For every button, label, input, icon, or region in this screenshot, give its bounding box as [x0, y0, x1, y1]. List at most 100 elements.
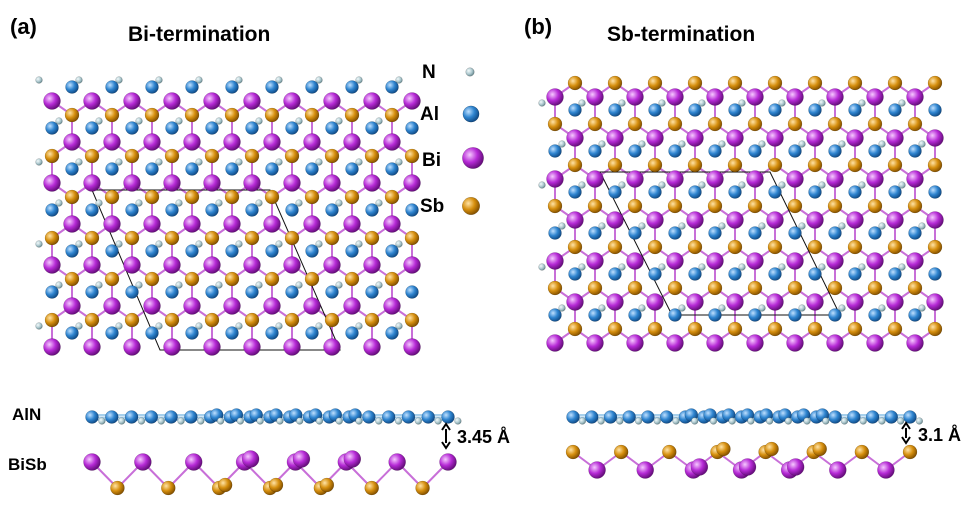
bi-atom [626, 88, 644, 106]
bi-atom [726, 129, 744, 147]
al-atom [603, 410, 618, 424]
sb-atom [687, 321, 703, 337]
sb-atom [184, 107, 200, 123]
al-atom [225, 80, 239, 94]
bi-atom [886, 293, 904, 311]
sb-atom [707, 198, 723, 214]
n-atom [155, 240, 163, 248]
legend-label-sb: Sb [420, 196, 445, 217]
bi-atom [343, 450, 362, 468]
bi-atom [926, 129, 944, 147]
sb-atom [567, 239, 583, 255]
n-atom [538, 181, 546, 189]
bi-atom [203, 174, 221, 192]
bi-atom [363, 92, 381, 110]
bi-atom [806, 129, 824, 147]
bi-atom [303, 133, 321, 151]
bi-atom [866, 334, 884, 352]
al-atom [868, 144, 882, 158]
sb-atom [716, 441, 731, 457]
n-atom [118, 417, 126, 425]
distance-arrow-b-head-up [901, 421, 911, 430]
sb-atom [104, 107, 120, 123]
sb-atom [404, 148, 420, 164]
al-atom [124, 410, 139, 424]
al-atom [305, 326, 319, 340]
al-atom [888, 185, 902, 199]
al-atom [345, 244, 359, 258]
bi-atom [292, 450, 311, 468]
sb-atom [587, 116, 603, 132]
n-atom [157, 417, 165, 425]
bi-atom [866, 170, 884, 188]
n-atom [638, 140, 646, 148]
n-atom [255, 281, 263, 289]
n-atom [275, 76, 283, 84]
n-atom [75, 322, 83, 330]
side-label-bisb: BiSb [8, 455, 47, 474]
al-atom [908, 226, 922, 240]
al-atom [584, 410, 599, 424]
al-atom [365, 203, 379, 217]
sb-atom [727, 157, 743, 173]
bi-atom [163, 256, 181, 274]
al-atom [65, 162, 79, 176]
bi-atom [383, 133, 401, 151]
n-atom [758, 222, 766, 230]
n-atom [315, 76, 323, 84]
al-atom [165, 285, 179, 299]
bi-atom [163, 92, 181, 110]
n-atom [778, 263, 786, 271]
al-atom [325, 285, 339, 299]
bi-atom [403, 338, 421, 356]
panel-a-label: (a) [10, 14, 37, 39]
al-atom [245, 121, 259, 135]
n-atom [859, 417, 867, 425]
bi-atom [806, 293, 824, 311]
n-atom [235, 158, 243, 166]
sb-atom [613, 444, 629, 460]
bi-atom [43, 92, 61, 110]
bi-atom [766, 211, 784, 229]
al-atom [265, 162, 279, 176]
bi-atom [43, 338, 61, 356]
n-atom [658, 99, 666, 107]
al-atom [65, 326, 79, 340]
bi-atom [83, 453, 101, 471]
bi-atom [706, 334, 724, 352]
sb-atom [547, 116, 563, 132]
n-atom [355, 158, 363, 166]
bi-atom [606, 211, 624, 229]
al-atom [908, 308, 922, 322]
n-atom [658, 263, 666, 271]
sb-atom [807, 239, 823, 255]
bi-atom [323, 174, 341, 192]
bi-atom [586, 252, 604, 270]
sb-atom [244, 230, 260, 246]
n-atom [195, 158, 203, 166]
n-atom [698, 181, 706, 189]
sb-atom [304, 107, 320, 123]
n-atom [653, 417, 661, 425]
bi-atom [786, 252, 804, 270]
n-atom [803, 417, 811, 425]
al-atom [708, 308, 722, 322]
sb-atom [244, 148, 260, 164]
sb-atom [827, 280, 843, 296]
sb-atom [384, 189, 400, 205]
al-atom [828, 410, 842, 424]
n-atom [175, 199, 183, 207]
bi-atom [686, 293, 704, 311]
sb-atom [687, 157, 703, 173]
n-atom [747, 417, 755, 425]
al-atom [648, 185, 662, 199]
sb-atom [867, 116, 883, 132]
n-atom [678, 140, 686, 148]
sb-atom [647, 239, 663, 255]
al-atom [568, 103, 582, 117]
al-atom [828, 308, 842, 322]
bi-atom [383, 215, 401, 233]
bi-atom [83, 256, 101, 274]
n-atom [454, 417, 462, 425]
bi-atom [83, 92, 101, 110]
